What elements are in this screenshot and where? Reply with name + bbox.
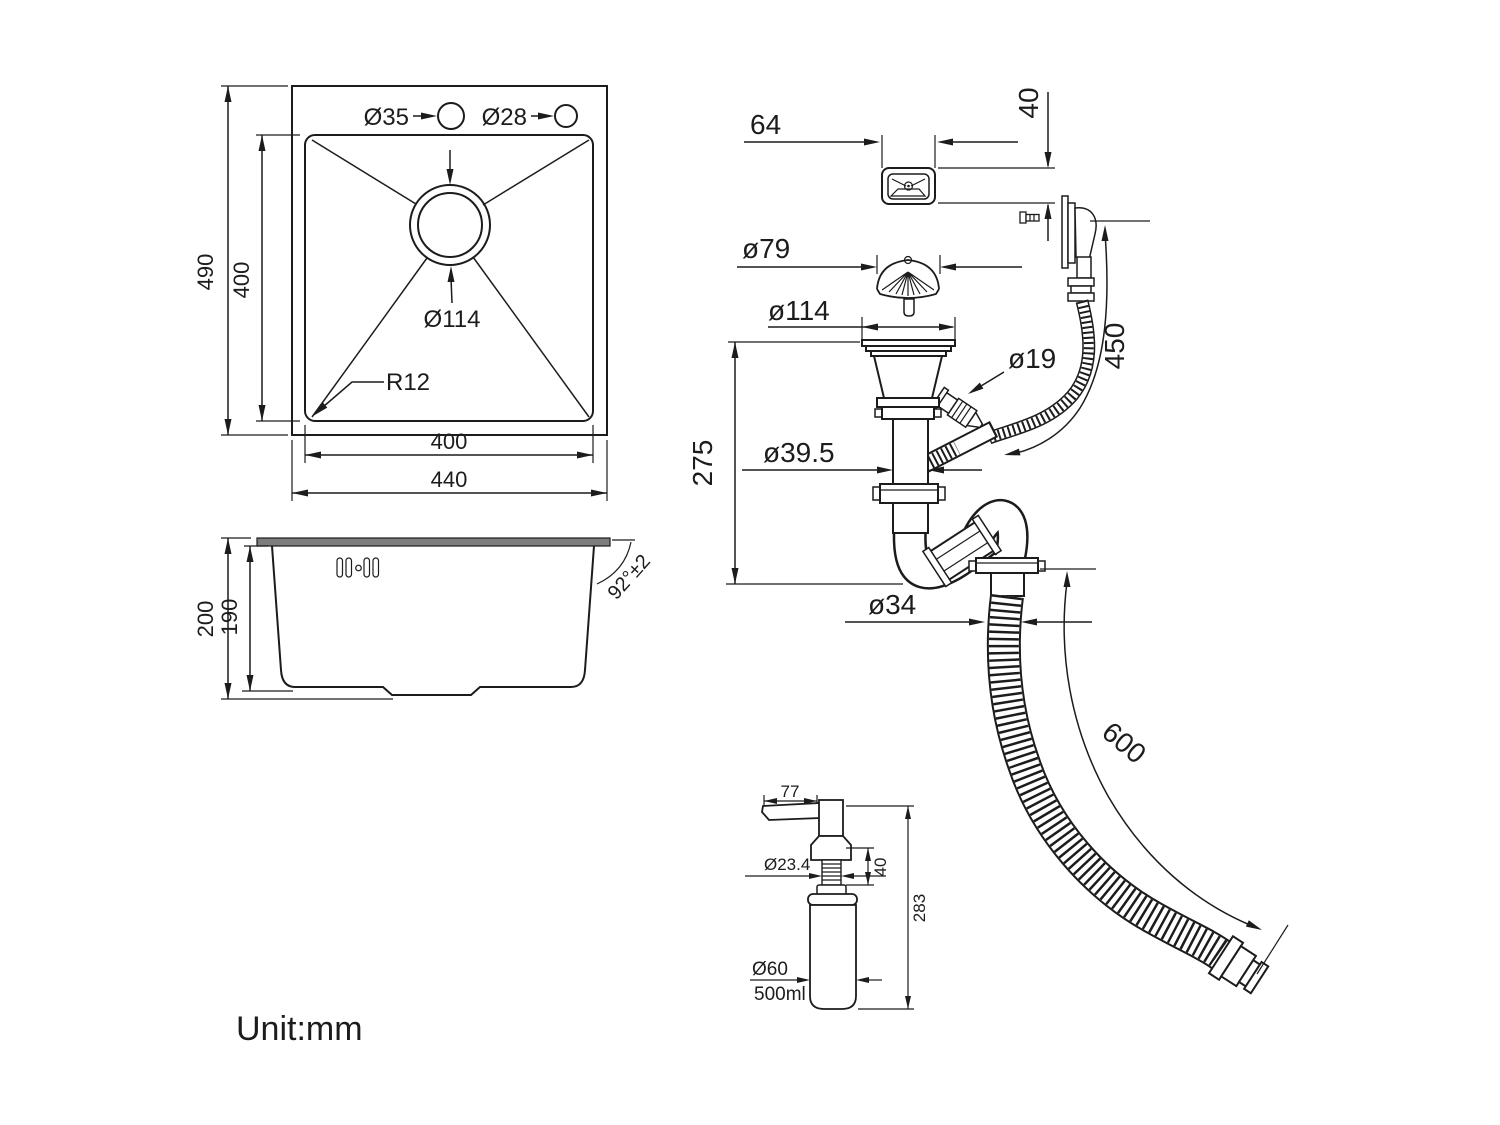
screw [1019,211,1040,224]
dim-overflow-width: 64 [750,109,781,140]
drain-assembly: 64 40 [687,87,1289,995]
overflow-hose [986,299,1096,445]
dim-outer-depth: 200 [193,601,218,638]
soap-dispenser: 77 Ø23.4 40 [745,782,929,1010]
unit-note: Unit:mm [236,1010,363,1048]
faucet-hole-left [437,102,465,130]
dim-strainer-dia: ø79 [742,233,790,264]
dim-overflow-depth: 40 [1013,87,1044,118]
dim-total-height: 283 [910,894,929,922]
dim-bottle-capacity: 500ml [754,984,806,1005]
dim-rim-angle: 92°±2 [604,551,655,605]
dim-drain-dia: Ø114 [424,306,481,333]
sink-top-view: Ø35 Ø28 Ø114 R12 490 400 [193,85,608,501]
dim-assembly-height: 275 [687,440,718,487]
dim-flange-dia: ø114 [768,295,830,326]
dim-outlet-hose-dia: ø34 [868,589,916,620]
dim-tailpipe-dia: ø39.5 [763,437,835,468]
sink-side-view: 200 190 92°±2 [193,537,655,700]
dim-hole-left: Ø35 [364,104,409,131]
dim-thread-dia: Ø23.4 [764,855,810,874]
overflow-branch-arm [913,386,999,477]
dim-inner-depth: 190 [217,599,242,636]
p-trap [872,483,1046,597]
faucet-hole-right [554,104,578,128]
dim-corner-radius: R12 [386,369,430,396]
overflow-elbow [1061,195,1097,302]
dim-overflow-hose-dia: ø19 [1008,343,1056,374]
dim-hole-right: Ø28 [482,104,527,131]
dim-outer-height: 490 [193,254,218,291]
dispenser-body [761,799,858,1010]
dim-outlet-hose-length: 600 [1096,716,1152,770]
hose-end-fitting [1207,934,1270,995]
dim-outer-width: 440 [431,467,468,492]
dim-pump-height: 40 [871,858,890,877]
overflow-cover [881,167,936,205]
outlet-hose [986,593,1270,995]
dim-inner-height: 400 [229,262,254,299]
dim-bottle-dia: Ø60 [752,959,788,980]
overflow-slots-icon [336,557,380,578]
dim-spout-length: 77 [781,782,800,801]
dim-inner-width: 400 [431,429,468,454]
dim-overflow-hose-length: 450 [1099,323,1130,370]
strainer-basket [876,255,940,317]
